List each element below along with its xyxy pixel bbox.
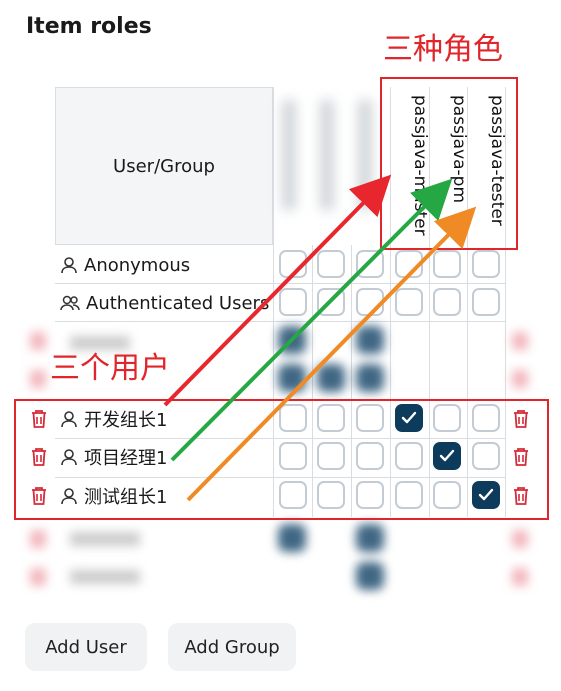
grid-line: [55, 283, 505, 284]
grid-line: [467, 87, 468, 517]
header-user-group: User/Group: [55, 87, 273, 245]
row-label-authenticated: Authenticated Users: [86, 292, 270, 314]
row-label-anonymous: Anonymous: [84, 254, 191, 276]
user-icon: [61, 449, 77, 466]
role-checkbox[interactable]: [356, 481, 384, 509]
role-checkbox[interactable]: [472, 250, 500, 278]
grid-line: [312, 245, 313, 517]
user-name: 开发组长1: [84, 410, 168, 431]
grid-line: [429, 87, 430, 517]
add-user-button[interactable]: Add User: [25, 623, 147, 671]
arrow-orange: [186, 206, 477, 502]
delete-icon[interactable]: [30, 409, 48, 429]
user-row-label: 测试组长1: [60, 477, 167, 515]
role-checkbox[interactable]: [356, 442, 384, 470]
user-name: 测试组长1: [84, 487, 168, 508]
delete-icon[interactable]: [30, 486, 48, 506]
role-header-tester: passjava-tester: [487, 95, 507, 226]
row-anonymous: Anonymous: [60, 246, 190, 284]
role-checkbox[interactable]: [395, 442, 423, 470]
role-checkbox[interactable]: [279, 288, 307, 316]
add-group-button[interactable]: Add Group: [168, 623, 296, 671]
users-highlight-box: [14, 399, 549, 520]
role-checkbox[interactable]: [472, 442, 500, 470]
role-checkbox[interactable]: [433, 250, 461, 278]
delete-icon[interactable]: [512, 409, 530, 429]
row-authenticated: Authenticated Users: [60, 284, 269, 322]
delete-icon[interactable]: [30, 447, 48, 467]
role-checkbox[interactable]: [317, 250, 345, 278]
grid-line: [55, 477, 505, 478]
user-icon: [61, 257, 77, 274]
grid-line: [505, 87, 506, 517]
role-checkbox[interactable]: [317, 481, 345, 509]
role-checkbox-checked[interactable]: [472, 481, 500, 509]
users-icon: [60, 295, 80, 311]
role-header-pm: passjava-pm: [449, 95, 469, 204]
user-row-label: 开发组长1: [60, 400, 167, 438]
arrow-red: [163, 174, 392, 407]
role-checkbox[interactable]: [356, 404, 384, 432]
grid-line: [390, 87, 391, 517]
delete-icon[interactable]: [512, 486, 530, 506]
role-checkbox-checked[interactable]: [433, 442, 461, 470]
grid-line: [55, 321, 505, 322]
grid-line: [273, 87, 274, 517]
role-checkbox[interactable]: [472, 404, 500, 432]
role-checkbox-checked[interactable]: [395, 404, 423, 432]
user-icon: [61, 488, 77, 505]
role-checkbox[interactable]: [279, 404, 307, 432]
role-checkbox[interactable]: [433, 404, 461, 432]
role-checkbox[interactable]: [279, 442, 307, 470]
role-checkbox[interactable]: [279, 481, 307, 509]
role-checkbox[interactable]: [317, 404, 345, 432]
role-checkbox[interactable]: [472, 288, 500, 316]
role-checkbox[interactable]: [433, 288, 461, 316]
role-checkbox[interactable]: [395, 481, 423, 509]
grid-line: [351, 245, 352, 517]
page-title: Item roles: [26, 14, 152, 39]
roles-annotation: 三种角色: [383, 32, 503, 67]
user-icon: [61, 411, 77, 428]
user-name: 项目经理1: [84, 448, 168, 469]
blurred-rows-bottom: [0, 518, 561, 598]
users-annotation: 三个用户: [50, 351, 170, 386]
role-checkbox[interactable]: [395, 288, 423, 316]
delete-icon[interactable]: [512, 447, 530, 467]
grid-line: [55, 438, 505, 439]
role-checkbox[interactable]: [317, 442, 345, 470]
arrow-green: [170, 178, 453, 462]
role-checkbox[interactable]: [433, 481, 461, 509]
user-row-label: 项目经理1: [60, 438, 167, 476]
